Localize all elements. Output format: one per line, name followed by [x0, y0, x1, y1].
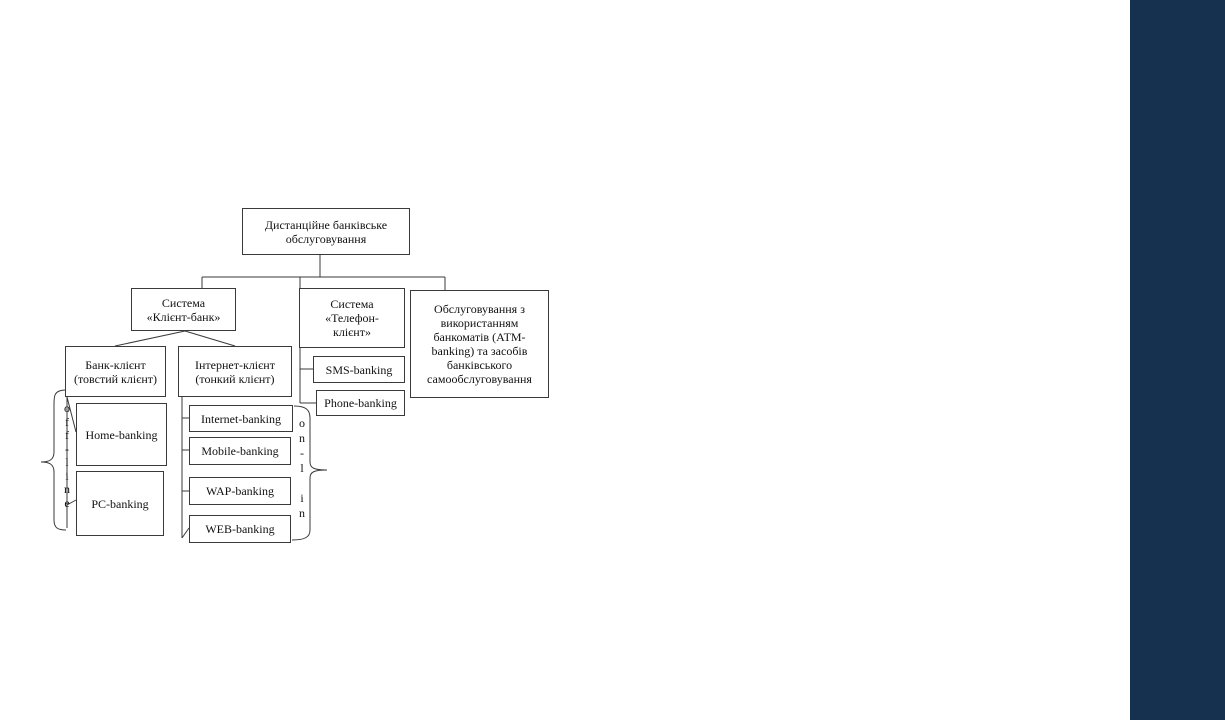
internet-client-label: Інтернет-клієнт (тонкий клієнт) — [195, 357, 275, 386]
pc-banking-label: PC-banking — [91, 496, 149, 511]
client-bank-system-box: Система «Клієнт-банк» — [131, 288, 236, 331]
web-banking-box: WEB-banking — [189, 515, 291, 543]
home-banking-box: Home-banking — [76, 403, 167, 466]
atm-service-box: Обслуговування з використанням банкоматі… — [410, 290, 549, 398]
connector-lines — [40, 255, 446, 541]
bank-client-label: Банк-клієнт (товстий клієнт) — [73, 357, 158, 386]
mobile-banking-box: Mobile-banking — [189, 437, 291, 465]
bank-client-box: Банк-клієнт (товстий клієнт) — [65, 346, 166, 397]
phone-client-system-box: Система «Телефон- клієнт» — [299, 288, 405, 348]
web-banking-label: WEB-banking — [205, 522, 275, 536]
online-vertical-label: o n - l i n — [299, 416, 305, 520]
mobile-banking-label: Mobile-banking — [201, 444, 279, 458]
phone-banking-label: Phone-banking — [324, 396, 397, 410]
wap-banking-box: WAP-banking — [189, 477, 291, 505]
sms-banking-box: SMS-banking — [313, 356, 405, 383]
home-banking-label: Home-banking — [85, 427, 158, 442]
phone-client-system-label: Система «Телефон- клієнт» — [325, 297, 379, 339]
pc-banking-box: PC-banking — [76, 471, 164, 536]
offline-vertical-label: o f f - l i n e — [64, 401, 70, 510]
client-bank-system-label: Система «Клієнт-банк» — [146, 295, 221, 324]
root-node-label: Дистанційне банківське обслуговування — [264, 217, 388, 246]
remote-banking-diagram: Дистанційне банківське обслуговування Си… — [40, 208, 549, 543]
internet-client-box: Інтернет-клієнт (тонкий клієнт) — [178, 346, 292, 397]
sms-banking-label: SMS-banking — [325, 362, 393, 377]
internet-banking-box: Internet-banking — [189, 405, 293, 432]
wap-banking-label: WAP-banking — [206, 484, 274, 498]
phone-banking-box: Phone-banking — [316, 390, 405, 416]
atm-service-label: Обслуговування з використанням банкоматі… — [427, 302, 532, 386]
root-node-box: Дистанційне банківське обслуговування — [242, 208, 410, 255]
internet-banking-label: Internet-banking — [201, 411, 281, 426]
sidebar-panel — [1130, 0, 1225, 720]
